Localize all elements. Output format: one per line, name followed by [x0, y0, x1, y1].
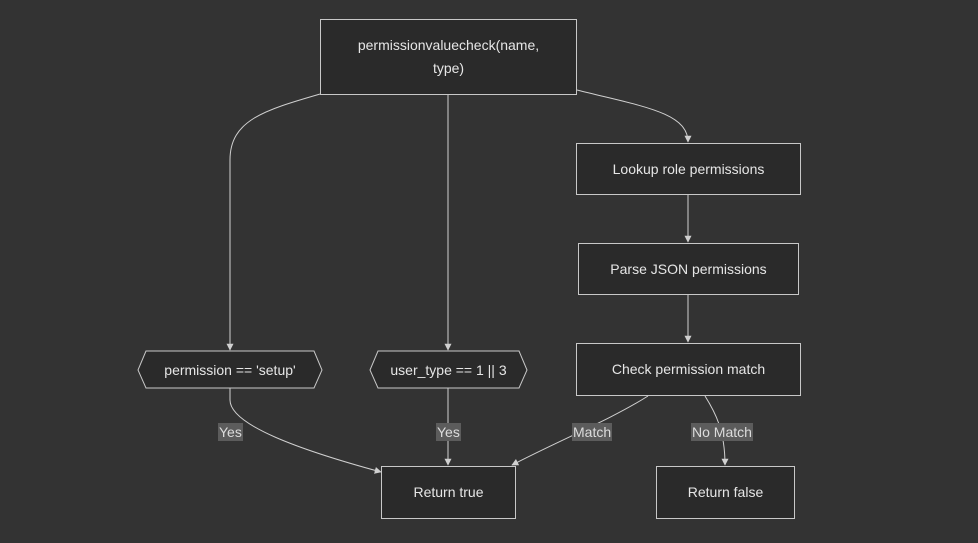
- node-return-true-label: Return true: [413, 484, 484, 500]
- node-return-false: Return false: [656, 466, 795, 519]
- node-lookup-label: Lookup role permissions: [612, 160, 765, 177]
- edge-setup-to-return-true: [229, 388, 382, 474]
- node-check-label: Check permission match: [611, 361, 766, 377]
- decision-usertype: user_type == 1 || 3: [370, 351, 527, 388]
- edge-label-usertype-yes: Yes: [436, 423, 461, 441]
- edge-label-match: Match: [572, 423, 613, 441]
- edge-label-no-match: No Match: [691, 423, 753, 441]
- node-lookup: Lookup role permissions: [576, 143, 801, 195]
- decision-usertype-label: user_type == 1 || 3: [390, 361, 507, 378]
- node-check: Check permission match: [576, 343, 801, 396]
- node-parse: Parse JSON permissions: [578, 243, 799, 295]
- node-parse-label: Parse JSON permissions: [610, 260, 767, 277]
- edge-label-setup-yes: Yes: [218, 423, 243, 441]
- node-start: permissionvaluecheck(name, type): [320, 19, 577, 95]
- edge-start-to-lookup: [576, 89, 692, 143]
- decision-setup: permission == 'setup': [138, 351, 322, 388]
- edge-start-to-setup: [226, 93, 321, 351]
- node-return-true: Return true: [381, 466, 516, 519]
- decision-setup-label: permission == 'setup': [164, 361, 296, 378]
- decision-setup-shape: [137, 350, 323, 389]
- node-start-label: permissionvaluecheck(name, type): [357, 37, 540, 76]
- node-return-false-label: Return false: [687, 484, 764, 500]
- decision-usertype-shape: [369, 350, 528, 389]
